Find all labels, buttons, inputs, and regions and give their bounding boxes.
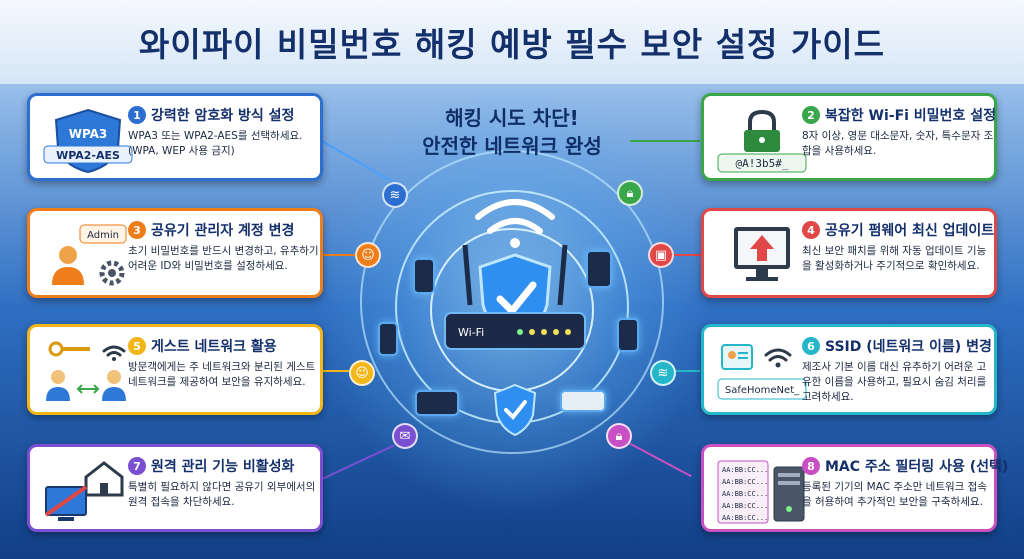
card-body: WPA3 또는 WPA2-AES를 선택하세요. (WPA, WEP 사용 금지… (128, 130, 303, 157)
remote-block-icon (40, 459, 136, 525)
card-title: SSID (네트워크 이름) 변경 (825, 339, 992, 355)
card-body: 방문객에게는 주 네트워크와 분리된 게스트 네트워크를 제공하여 보안을 유지… (128, 361, 316, 388)
step-number: 4 (802, 221, 820, 239)
password-sample: @A!3b5#_ (736, 157, 789, 170)
wifi-node-icon: ≋ (382, 182, 408, 208)
lock-node-icon: 🔒︎ (617, 180, 643, 206)
user-node-icon: ☺ (355, 242, 381, 268)
connector-3 (322, 254, 364, 256)
card-title: 원격 관리 기능 비활성화 (151, 459, 295, 475)
connector-5 (322, 370, 358, 372)
admin-label: Admin (87, 230, 119, 241)
mac-sample: AA:BB:CC... (722, 478, 768, 486)
wifi-signal-icon (475, 199, 555, 248)
badge-top-text: WPA3 (69, 127, 108, 141)
connector-4 (672, 254, 702, 256)
card-title: 복잡한 Wi-Fi 비밀번호 설정 (825, 108, 996, 124)
card-firmware: 4 공유기 펌웨어 최신 업데이트 최신 보안 패치를 위해 자동 업데이트 기… (701, 208, 997, 298)
card-title: MAC 주소 필터링 사용 (선택) (825, 459, 1009, 475)
card-mac-filter: AA:BB:CC... AA:BB:CC... AA:BB:CC... AA:B… (701, 444, 1008, 532)
shield-badge-icon: WPA3 WPA2-AES (40, 108, 136, 174)
card-title: 공유기 펌웨어 최신 업데이트 (825, 223, 995, 239)
step-number: 3 (128, 221, 146, 239)
card-remote: 7 원격 관리 기능 비활성화 특별히 필요하지 않다면 공유기 외부에서의 원… (27, 444, 323, 532)
card-ssid: SafeHomeNet_ 6 SSID (네트워크 이름) 변경 제조사 기본 … (701, 324, 997, 415)
center-line-1: 해킹 시도 차단! (445, 106, 579, 130)
outer-ring (360, 150, 664, 454)
step-number: 7 (128, 457, 146, 475)
card-title: 게스트 네트워크 활용 (151, 339, 277, 355)
mac-server-icon: AA:BB:CC... AA:BB:CC... AA:BB:CC... AA:B… (714, 459, 810, 525)
router-label: Wi-Fi (458, 326, 484, 339)
title-bar: 와이파이 비밀번호 해킹 예방 필수 보안 설정 가이드 (0, 0, 1024, 84)
lock-node-icon: 🔒︎ (606, 423, 632, 449)
phone-device (378, 322, 398, 356)
phone-device (413, 258, 435, 294)
step-number: 8 (802, 457, 820, 475)
card-body: 등록된 기기의 MAC 주소만 네트워크 접속을 허용하여 추가적인 보안을 구… (802, 481, 987, 508)
mac-sample: AA:BB:CC... (722, 490, 768, 498)
ssid-card-icon: SafeHomeNet_ (714, 339, 810, 405)
step-number: 1 (128, 106, 146, 124)
mail-node-icon: ✉ (392, 423, 418, 449)
step-number: 2 (802, 106, 820, 124)
card-encryption: WPA3 WPA2-AES 1 강력한 암호화 방식 설정 WPA3 또는 WP… (27, 93, 323, 181)
card-body: 특별히 필요하지 않다면 공유기 외부에서의 원격 접속을 차단하세요. (128, 481, 316, 508)
card-title: 공유기 관리자 계정 변경 (151, 223, 295, 239)
router-device (560, 390, 606, 412)
card-password: @A!3b5#_ 2 복잡한 Wi-Fi 비밀번호 설정 8자 이상, 영문 대… (701, 93, 997, 181)
router-scene: Wi-Fi (444, 199, 586, 437)
mac-sample: AA:BB:CC... (722, 466, 768, 474)
guest-network-icon (40, 339, 136, 405)
mac-sample: AA:BB:CC... (722, 502, 768, 510)
admin-user-icon: Admin (40, 223, 136, 289)
page-title: 와이파이 비밀번호 해킹 예방 필수 보안 설정 가이드 (139, 25, 885, 64)
card-body: 초기 비밀번호를 반드시 변경하고, 유추하기 어려운 ID와 비밀번호를 설정… (128, 245, 319, 272)
update-monitor-icon (714, 223, 810, 289)
card-body: 8자 이상, 영문 대소문자, 숫자, 특수문자 조합을 사용하세요. (802, 130, 994, 157)
card-body: 제조사 기본 이름 대신 유추하기 어려운 고유한 이름을 사용하고, 필요시 … (802, 361, 987, 403)
mac-sample: AA:BB:CC... (722, 514, 768, 522)
card-title: 강력한 암호화 방식 설정 (151, 108, 295, 124)
tablet-device (586, 250, 612, 288)
update-node-icon: ▣ (648, 242, 674, 268)
phone-device (617, 318, 639, 352)
laptop-device (415, 390, 459, 416)
ssid-sample: SafeHomeNet_ (725, 385, 800, 396)
center-message: 해킹 시도 차단! 안전한 네트워크 완성 (392, 104, 632, 160)
card-body: 최신 보안 패치를 위해 자동 업데이트 기능을 활성화하거나 주기적으로 확인… (802, 245, 987, 272)
card-guest: 5 게스트 네트워크 활용 방문객에게는 주 네트워크와 분리된 게스트 네트워… (27, 324, 323, 415)
router-body (444, 312, 586, 350)
lock-icon: @A!3b5#_ (714, 108, 810, 174)
connector-6 (674, 370, 700, 372)
center-line-2: 안전한 네트워크 완성 (422, 134, 602, 158)
wifi-node-icon: ≋ (650, 360, 676, 386)
card-admin: Admin 3 공유기 관리자 계정 변경 초기 비밀번호를 반드시 변경하고,… (27, 208, 323, 298)
step-number: 5 (128, 337, 146, 355)
step-number: 6 (802, 337, 820, 355)
connector-2 (630, 140, 700, 142)
badge-bottom-text: WPA2-AES (56, 149, 120, 162)
guest-node-icon: ☺ (349, 360, 375, 386)
